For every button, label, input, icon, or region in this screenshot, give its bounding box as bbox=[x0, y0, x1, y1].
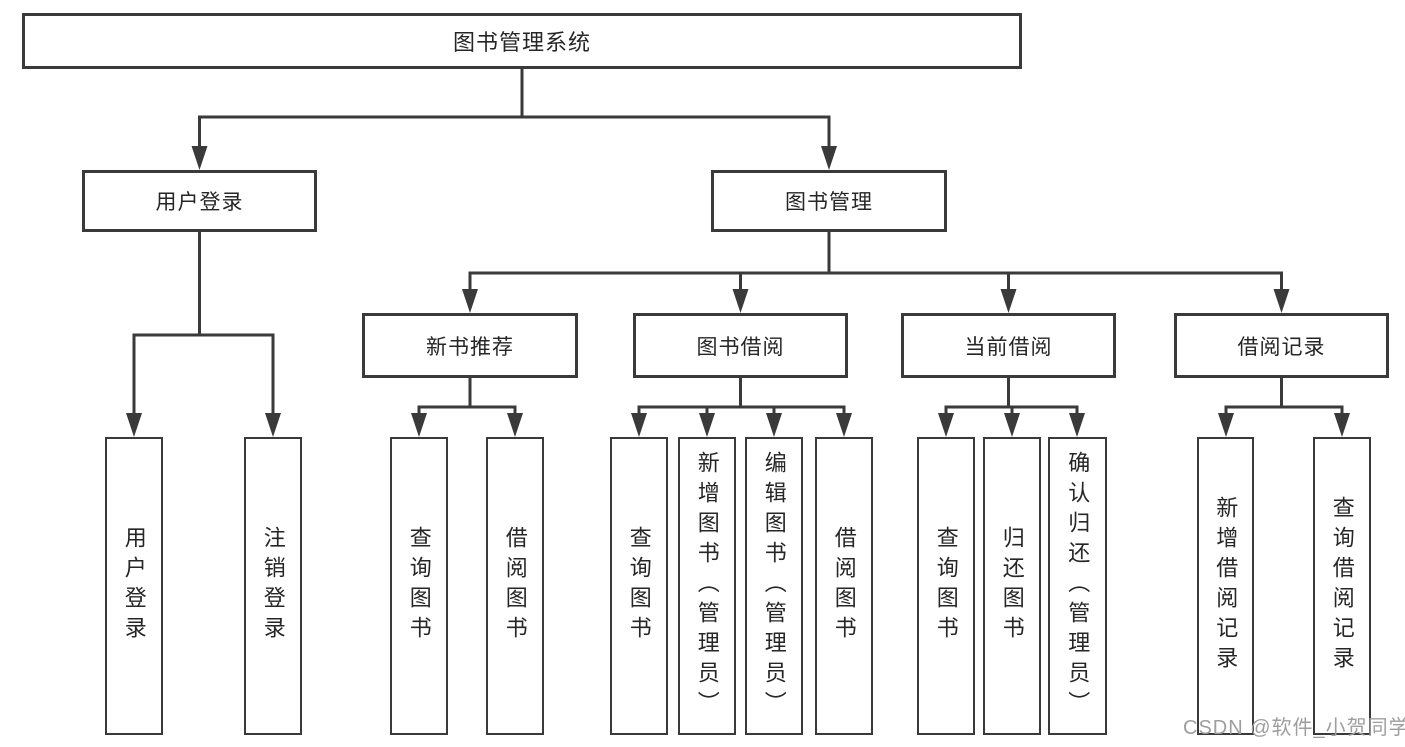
node-borrow-record-label: 借阅记录 bbox=[1237, 335, 1326, 359]
node-new-book-recommend: 新书推荐 bbox=[362, 313, 578, 378]
node-borrow-record: 借阅记录 bbox=[1174, 313, 1389, 378]
node-leaf-add-books-admin: 新增图书（管理员） bbox=[678, 437, 736, 735]
node-leaf-return-books: 归还图书 bbox=[983, 437, 1041, 735]
node-leaf-edit-books-admin-label: 编辑图书（管理员） bbox=[761, 451, 787, 721]
node-leaf-query-books-current: 查询图书 bbox=[917, 437, 975, 735]
connector-lines bbox=[132, 69, 1344, 415]
node-book-management: 图书管理 bbox=[711, 170, 947, 232]
node-leaf-user-login: 用户登录 bbox=[105, 437, 163, 735]
node-leaf-user-login-label: 用户登录 bbox=[121, 526, 147, 646]
node-leaf-borrow-books-label: 借阅图书 bbox=[831, 526, 857, 646]
node-system-root: 图书管理系统 bbox=[22, 13, 1022, 69]
node-new-book-recommend-label: 新书推荐 bbox=[426, 335, 514, 359]
node-leaf-borrow-books-recommend: 借阅图书 bbox=[486, 437, 544, 735]
node-leaf-return-books-label: 归还图书 bbox=[999, 526, 1025, 646]
node-leaf-add-books-admin-label: 新增图书（管理员） bbox=[694, 451, 720, 721]
arrowhead-icons bbox=[126, 146, 1350, 437]
node-leaf-confirm-return-admin-label: 确认归还（管理员） bbox=[1065, 451, 1091, 721]
node-current-borrow-label: 当前借阅 bbox=[964, 335, 1053, 359]
node-leaf-query-books-current-label: 查询图书 bbox=[933, 526, 959, 646]
node-leaf-borrow-books-recommend-label: 借阅图书 bbox=[502, 526, 528, 646]
node-leaf-logout: 注销登录 bbox=[244, 437, 302, 735]
node-leaf-logout-label: 注销登录 bbox=[260, 526, 286, 646]
node-leaf-query-borrow-record: 查询借阅记录 bbox=[1313, 437, 1371, 735]
node-leaf-query-books-borrow: 查询图书 bbox=[610, 437, 668, 735]
node-leaf-add-borrow-record: 新增借阅记录 bbox=[1197, 437, 1254, 735]
node-leaf-borrow-books: 借阅图书 bbox=[815, 437, 873, 735]
node-system-root-label: 图书管理系统 bbox=[452, 30, 591, 55]
node-leaf-query-books-recommend: 查询图书 bbox=[390, 437, 448, 735]
node-leaf-add-borrow-record-label: 新增借阅记录 bbox=[1213, 496, 1239, 676]
node-leaf-query-books-borrow-label: 查询图书 bbox=[626, 526, 652, 646]
node-user-login-label: 用户登录 bbox=[155, 191, 244, 214]
node-book-management-label: 图书管理 bbox=[785, 191, 873, 214]
node-book-borrow: 图书借阅 bbox=[633, 313, 848, 378]
node-leaf-confirm-return-admin: 确认归还（管理员） bbox=[1048, 437, 1107, 735]
csdn-watermark: CSDN @软件_小贺同学 bbox=[1183, 717, 1405, 739]
node-leaf-query-books-recommend-label: 查询图书 bbox=[406, 526, 432, 646]
node-book-borrow-label: 图书借阅 bbox=[696, 335, 785, 359]
node-leaf-query-borrow-record-label: 查询借阅记录 bbox=[1329, 496, 1355, 676]
node-leaf-edit-books-admin: 编辑图书（管理员） bbox=[745, 437, 803, 735]
node-current-borrow: 当前借阅 bbox=[901, 313, 1116, 378]
node-user-login: 用户登录 bbox=[82, 170, 317, 232]
